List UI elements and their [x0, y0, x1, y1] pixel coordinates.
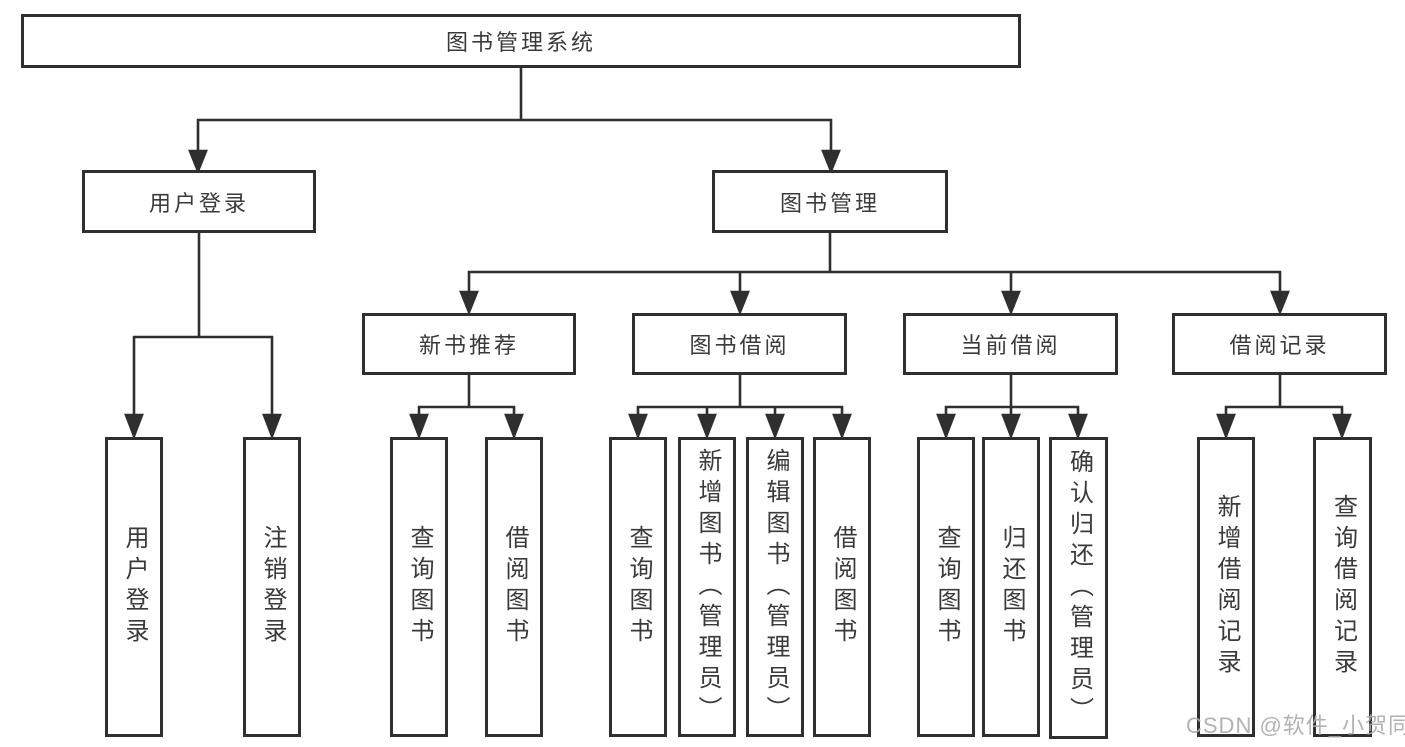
node-leaf-bb-borrow-books: 借阅图书 — [813, 437, 871, 737]
arrowhead — [1216, 413, 1236, 440]
node-leaf-cb-confirm-return-admin: 确认归还（管理员） — [1049, 437, 1108, 739]
node-leaf-cb-return-books: 归还图书 — [982, 437, 1040, 737]
arrowhead — [1001, 290, 1021, 316]
arrowhead — [262, 413, 282, 440]
node-leaf-nbr-borrow-books: 借阅图书 — [485, 437, 543, 737]
arrowhead — [832, 413, 852, 440]
node-current-borrowing: 当前借阅 — [903, 313, 1118, 375]
node-leaf-cb-query-books: 查询图书 — [917, 437, 975, 737]
node-user-login: 用户登录 — [82, 170, 316, 233]
arrowhead — [628, 413, 648, 440]
arrowhead — [459, 290, 479, 316]
node-leaf-br-query-record: 查询借阅记录 — [1313, 437, 1372, 737]
node-leaf-logout: 注销登录 — [243, 437, 301, 737]
arrowhead — [409, 413, 429, 440]
node-leaf-br-add-record: 新增借阅记录 — [1197, 437, 1255, 737]
node-book-borrowing: 图书借阅 — [632, 313, 847, 375]
connector-book-management — [459, 233, 1290, 316]
node-borrowing-records: 借阅记录 — [1172, 313, 1387, 375]
arrowhead — [1332, 413, 1352, 440]
node-book-management: 图书管理 — [712, 170, 948, 233]
node-new-book-recommend: 新书推荐 — [362, 313, 576, 375]
arrowhead — [188, 149, 208, 175]
node-leaf-nbr-query-books: 查询图书 — [390, 437, 448, 737]
connector-borrowing-records — [1216, 375, 1352, 440]
connector-new-book-recommend — [409, 375, 524, 440]
arrowhead — [821, 149, 841, 175]
node-leaf-bb-edit-books-admin: 编辑图书（管理员） — [746, 437, 804, 737]
arrowhead — [730, 290, 750, 316]
node-root: 图书管理系统 — [21, 14, 1021, 68]
connector-book-borrowing — [628, 375, 852, 440]
node-leaf-bb-query-books: 查询图书 — [609, 437, 667, 737]
arrowhead — [1068, 413, 1088, 440]
arrowhead — [1001, 413, 1021, 440]
arrowhead — [124, 413, 144, 440]
node-leaf-bb-add-books-admin: 新增图书（管理员） — [678, 437, 736, 737]
arrowhead — [936, 413, 956, 440]
csdn-watermark: CSDN @软件_小贺同学 — [1186, 713, 1405, 738]
arrowhead — [504, 413, 524, 440]
node-leaf-user-login: 用户登录 — [105, 437, 163, 737]
arrowhead — [1270, 290, 1290, 316]
connector-user-login — [124, 233, 282, 440]
arrowhead — [765, 413, 785, 440]
arrowhead — [697, 413, 717, 440]
connector-current-borrowing — [936, 375, 1088, 440]
connector-root — [188, 68, 841, 175]
